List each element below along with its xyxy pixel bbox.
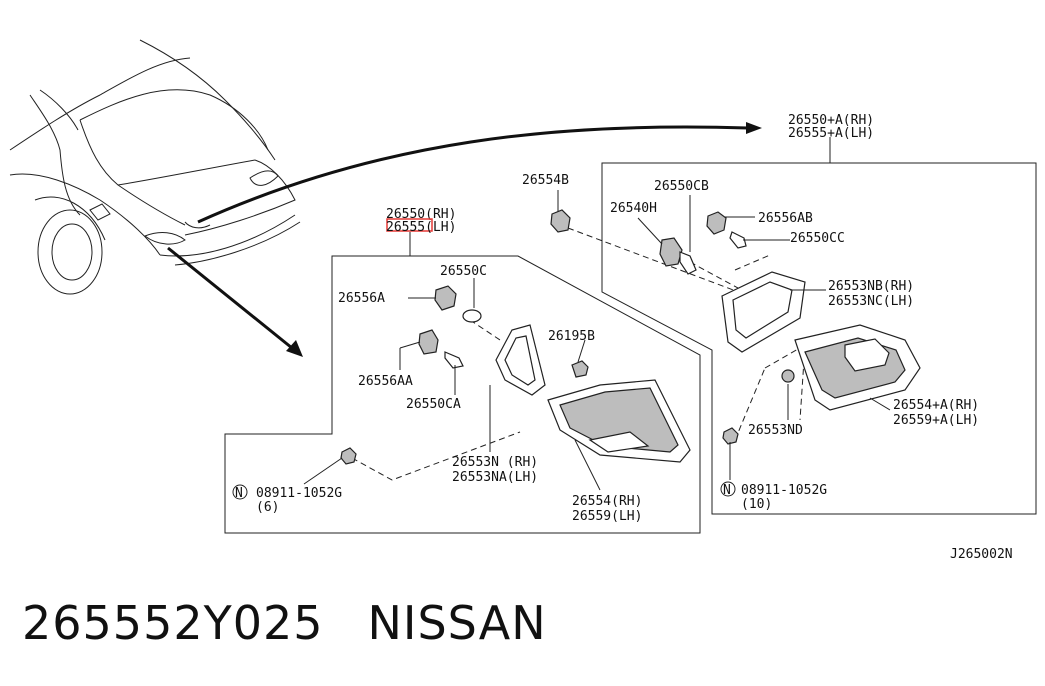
diagram-code: J265002N xyxy=(950,547,1013,562)
label-26559: 26559(LH) xyxy=(572,509,642,524)
label-26550CA: 26550CA xyxy=(406,397,461,412)
n-symbol-right: N xyxy=(723,483,731,498)
label-rh-outer: 26550+A(RH) xyxy=(788,113,874,128)
part-caption: 265552Y025 NISSAN xyxy=(22,596,547,650)
label-26550C: 26550C xyxy=(440,264,487,279)
right-parts xyxy=(550,209,921,445)
label-26554: 26554(RH) xyxy=(572,494,642,509)
n-symbol-left: N xyxy=(235,486,243,501)
label-26553NC: 26553NC(LH) xyxy=(828,294,914,309)
label-26195B: 26195B xyxy=(548,329,595,344)
pointer-arrows xyxy=(167,122,762,357)
left-parts xyxy=(340,285,691,481)
label-26553ND: 26553ND xyxy=(748,423,803,438)
n-circle-right xyxy=(720,481,736,497)
label-26559A: 26559+A(LH) xyxy=(893,413,979,428)
label-26540H: 26540H xyxy=(610,201,657,216)
label-lh-outer: 26555+A(LH) xyxy=(788,126,874,141)
label-26553N: 26553N (RH) xyxy=(452,455,538,470)
label-nut-left: 08911-1052G xyxy=(256,486,342,501)
label-26556A: 26556A xyxy=(338,291,385,306)
n-circle-left xyxy=(232,484,248,500)
label-26554B: 26554B xyxy=(522,173,569,188)
left-assembly-frame xyxy=(224,255,701,534)
part-number: 265552Y025 xyxy=(22,596,324,650)
highlight-box xyxy=(386,218,433,232)
label-nut-right: 08911-1052G xyxy=(741,483,827,498)
right-assembly-frame xyxy=(601,162,1037,515)
label-26550CC: 26550CC xyxy=(790,231,845,246)
car-illustration xyxy=(9,39,301,295)
label-26554A: 26554+A(RH) xyxy=(893,398,979,413)
brand-name: NISSAN xyxy=(367,596,547,650)
label-26553NB: 26553NB(RH) xyxy=(828,279,914,294)
label-26550CB: 26550CB xyxy=(654,179,709,194)
label-26556AA: 26556AA xyxy=(358,374,413,389)
label-main-lh: 26555(LH) xyxy=(386,220,456,235)
leader-lines xyxy=(303,190,891,491)
label-nut-right-qty: (10) xyxy=(741,497,772,512)
label-26553NA: 26553NA(LH) xyxy=(452,470,538,485)
part-labels: 26550+A(RH) 26555+A(LH) 26550(RH) 26555(… xyxy=(232,113,1013,562)
label-26556AB: 26556AB xyxy=(758,211,813,226)
label-nut-left-qty: (6) xyxy=(256,500,279,515)
